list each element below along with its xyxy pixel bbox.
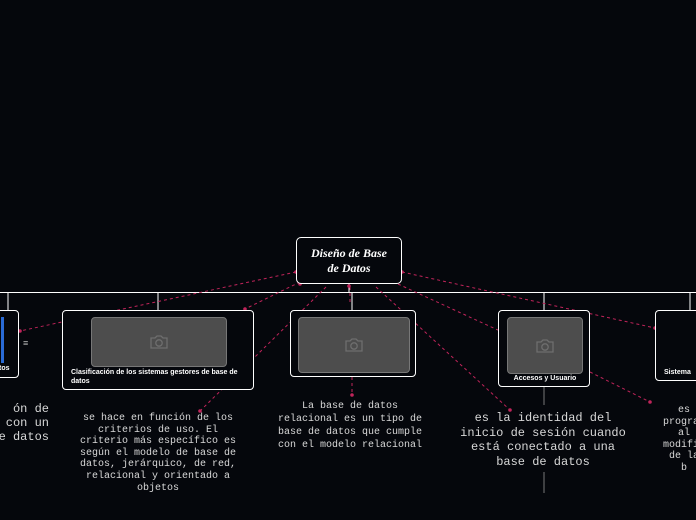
topic-label: Clasificación de los sistemas gestores d… bbox=[71, 369, 238, 385]
central-title: Diseño de Base de Datos bbox=[311, 245, 387, 275]
topic-description-clasificacion: se hace en función de los criterios de u… bbox=[79, 413, 237, 494]
relation-sistema bbox=[401, 271, 656, 329]
relation-end bbox=[18, 329, 22, 333]
relation-accesos bbox=[397, 283, 501, 332]
relation-end bbox=[243, 307, 247, 311]
relation-accesos-desc bbox=[375, 286, 511, 411]
camera-icon bbox=[345, 338, 363, 352]
topic-description-relacional: La base de datos relacional es un tipo d… bbox=[277, 401, 423, 451]
image-thumbnail bbox=[1, 317, 4, 363]
image-placeholder bbox=[507, 317, 583, 374]
topic-card-accesos[interactable]: Accesos y Usuario bbox=[498, 310, 590, 387]
topic-card-clasificacion[interactable]: Clasificación de los sistemas gestores d… bbox=[62, 310, 254, 390]
topic-label: tos bbox=[0, 365, 10, 372]
relation-clasificacion bbox=[244, 281, 301, 310]
image-placeholder bbox=[298, 317, 410, 373]
topic-description-left: ón de con un e datos bbox=[0, 402, 49, 444]
topic-label: Accesos y Usuario bbox=[513, 375, 577, 382]
menu-icon[interactable]: ≡ bbox=[23, 338, 29, 348]
relation-end bbox=[350, 393, 354, 397]
topic-card-left-partial[interactable]: tos bbox=[0, 310, 19, 378]
camera-icon bbox=[150, 335, 168, 349]
relation-sistema-desc bbox=[589, 371, 651, 403]
central-topic[interactable]: Diseño de Base de Datos bbox=[296, 237, 402, 284]
relation-end bbox=[648, 400, 652, 404]
camera-icon bbox=[536, 338, 554, 353]
relation-end bbox=[508, 408, 512, 412]
topic-card-relacional[interactable] bbox=[290, 310, 416, 377]
relation-end bbox=[347, 284, 351, 288]
topic-label: Sistema bbox=[664, 369, 691, 376]
image-placeholder bbox=[91, 317, 227, 367]
topic-description-sistema: es program al modific de la b bbox=[662, 405, 696, 474]
topic-card-sistema-partial[interactable]: Sistema bbox=[655, 310, 696, 381]
topic-description-accesos: es la identidad del inicio de sesión cua… bbox=[460, 411, 626, 469]
relation-end bbox=[198, 409, 202, 413]
